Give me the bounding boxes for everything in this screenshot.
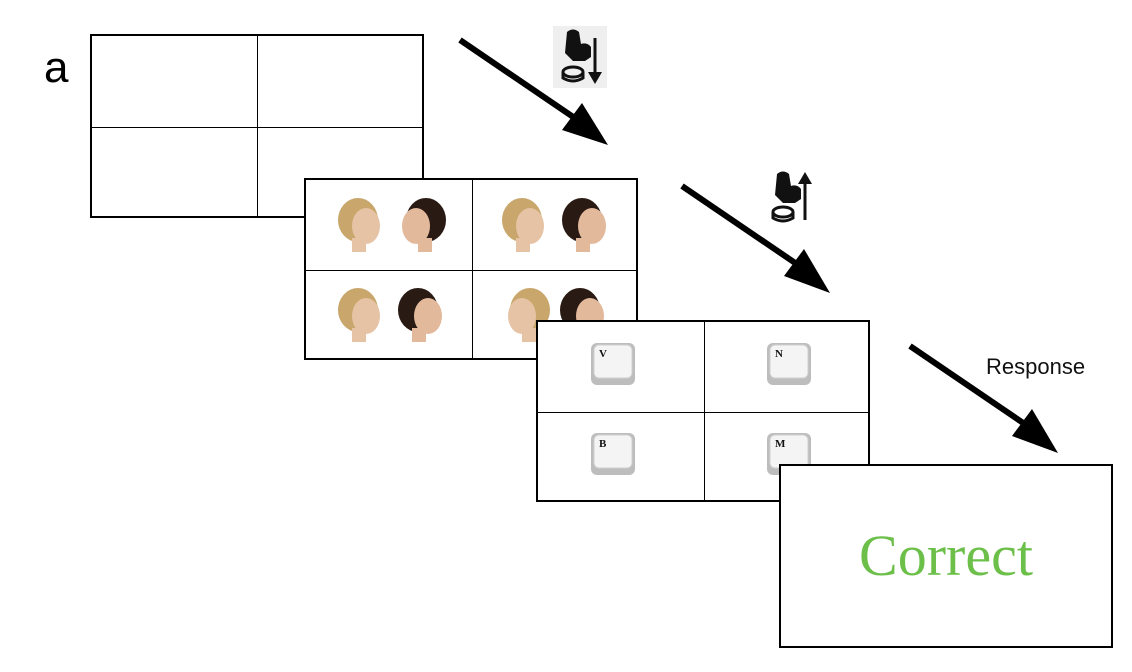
keycap-icon	[767, 343, 811, 385]
key-n: N	[766, 342, 812, 386]
hand-release-up-icon	[771, 171, 812, 223]
face-brunette-icon	[398, 288, 442, 342]
response-label: Response	[986, 354, 1086, 379]
screen-faces	[304, 178, 638, 360]
hand-press-down-icon	[553, 26, 607, 88]
key-letter: B	[599, 438, 607, 450]
feedback-text: Correct	[859, 523, 1033, 588]
key-b: B	[590, 432, 636, 476]
key-letter: N	[775, 348, 783, 360]
key-v: V	[590, 342, 636, 386]
key-letter: M	[775, 438, 786, 450]
face-brunette-icon	[402, 198, 446, 252]
screen-feedback: Correct	[779, 464, 1113, 648]
face-brunette-icon	[562, 198, 606, 252]
key-letter: V	[599, 348, 607, 360]
keycap-icon	[591, 433, 635, 475]
keycap-icon	[591, 343, 635, 385]
arrow-2-icon	[680, 183, 830, 293]
face-blonde-icon	[502, 198, 544, 252]
face-blonde-icon	[338, 198, 380, 252]
face-blonde-icon	[338, 288, 380, 342]
arrow-3-icon	[908, 343, 1058, 453]
arrow-1-icon	[458, 37, 608, 145]
panel-label: a	[44, 43, 69, 92]
